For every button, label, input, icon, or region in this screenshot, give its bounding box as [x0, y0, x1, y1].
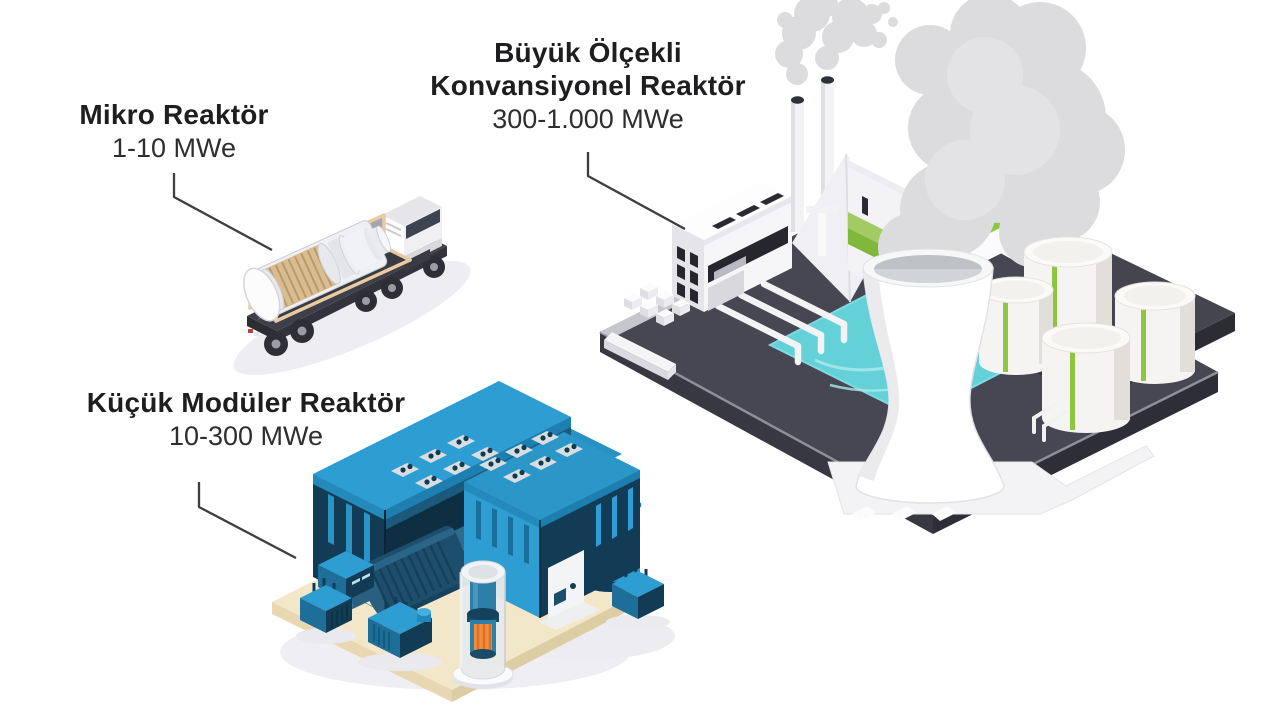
- smr-reactor-title: Küçük Modüler Reaktör: [86, 387, 406, 418]
- transformer-3: [606, 564, 670, 629]
- transformer-2: [358, 597, 442, 671]
- edge-bollards: [624, 283, 690, 326]
- smr-plant-illustration: [272, 381, 675, 702]
- storage-tanks: [978, 236, 1196, 442]
- label-smr-reactor: Küçük Modüler Reaktör 10-300 MWe: [56, 386, 436, 453]
- conventional-plant-illustration: [599, 0, 1235, 534]
- leader-line-large: [586, 152, 686, 231]
- truck-wheels: [264, 256, 445, 356]
- generator-box: [318, 551, 374, 601]
- large-reactor-range: 300-1.000 MWe: [492, 104, 684, 134]
- cooling-tower: [855, 248, 1005, 504]
- large-reactor-title-line1: Büyük Ölçekli: [494, 37, 682, 68]
- reactor-vessel: [452, 560, 514, 689]
- roof-vents: [712, 193, 784, 229]
- roof-vent-units: [391, 435, 499, 489]
- tank: [1032, 322, 1131, 442]
- roof-vent-units: [479, 431, 583, 483]
- leader-line-micro: [172, 173, 273, 252]
- label-micro-reactor: Mikro Reaktör 1-10 MWe: [0, 98, 364, 165]
- intake-pipes: [714, 280, 848, 366]
- front-wall-slab: [604, 332, 676, 380]
- truck-shadow: [233, 260, 471, 376]
- large-reactor-title-line2: Konvansiyonel Reaktör: [430, 70, 746, 101]
- truck-cab: [382, 196, 442, 272]
- leader-lines: [172, 152, 686, 560]
- admin-building: [672, 181, 792, 312]
- micro-reactor-cylinder: [243, 220, 392, 322]
- admin-windows: [677, 246, 698, 304]
- micro-reactor-title: Mikro Reaktör: [79, 99, 269, 130]
- transformer-1: [296, 578, 356, 644]
- micro-reactor-truck-illustration: [233, 196, 471, 376]
- tank: [1114, 281, 1196, 384]
- reactor-container: [243, 213, 412, 323]
- micro-reactor-range: 1-10 MWe: [111, 133, 237, 163]
- label-large-reactor: Büyük Ölçekli Konvansiyonel Reaktör 300-…: [398, 36, 778, 136]
- smr-reactor-range: 10-300 MWe: [168, 421, 324, 451]
- leader-line-smr: [197, 482, 297, 560]
- chimney-smoke: [775, 0, 898, 85]
